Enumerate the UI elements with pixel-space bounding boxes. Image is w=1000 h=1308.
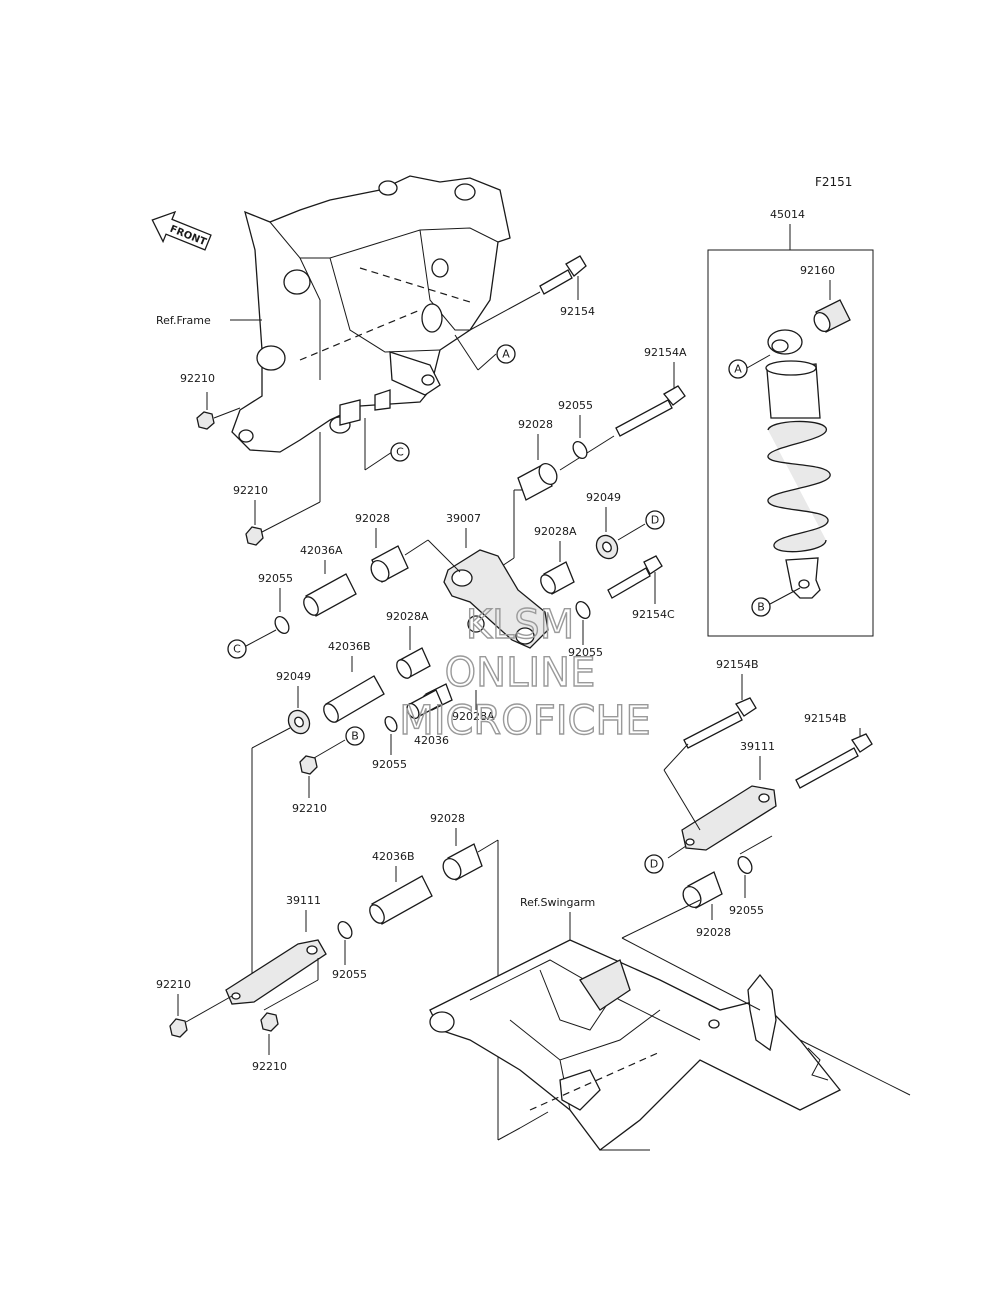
callout-b-shock: B bbox=[751, 597, 771, 617]
label-92028A-a: 92028A bbox=[534, 525, 577, 538]
callout-c-left: C bbox=[227, 639, 247, 659]
watermark-line-2: ONLINE bbox=[445, 650, 596, 696]
pipe-42036B-b bbox=[369, 875, 433, 925]
bushing-92160 bbox=[813, 299, 851, 333]
label-45014: 45014 bbox=[770, 208, 805, 221]
bolt-92154C bbox=[607, 555, 663, 599]
label-92055-e: 92055 bbox=[332, 968, 367, 981]
label-92028A-c: 92028A bbox=[452, 710, 495, 723]
callout-c-frame: C bbox=[390, 442, 410, 462]
washer-92055-a bbox=[572, 440, 588, 460]
label-39111-a: 39111 bbox=[740, 740, 775, 753]
label-92154A: 92154A bbox=[644, 346, 687, 359]
frame-drawing bbox=[231, 175, 511, 453]
label-42036B-a: 42036B bbox=[328, 640, 371, 653]
label-92055-c: 92055 bbox=[568, 646, 603, 659]
label-92055-f: 92055 bbox=[729, 904, 764, 917]
washer-92055-c bbox=[575, 600, 591, 620]
svg-text:C: C bbox=[233, 643, 241, 656]
svg-text:D: D bbox=[650, 858, 658, 871]
bolt-92154 bbox=[469, 255, 587, 331]
swingarm-drawing bbox=[429, 939, 842, 1151]
label-92210-b: 92210 bbox=[233, 484, 268, 497]
label-92154C: 92154C bbox=[632, 608, 675, 621]
svg-text:D: D bbox=[651, 514, 659, 527]
watermark-line-3: MICROFICHE bbox=[399, 698, 651, 744]
nut-92210-d bbox=[169, 1018, 188, 1038]
label-92154: 92154 bbox=[560, 305, 595, 318]
label-92055-b: 92055 bbox=[258, 572, 293, 585]
svg-text:A: A bbox=[502, 348, 510, 361]
svg-text:C: C bbox=[396, 446, 404, 459]
svg-text:B: B bbox=[351, 730, 359, 743]
collar-92028-d bbox=[682, 871, 723, 909]
figure-code: F2151 bbox=[815, 175, 852, 189]
nut-92210-b bbox=[245, 526, 264, 546]
label-92028A-b: 92028A bbox=[386, 610, 429, 623]
washer-92055-b bbox=[274, 615, 290, 635]
pipe-42036B-a bbox=[323, 675, 385, 723]
label-92154B-a: 92154B bbox=[716, 658, 759, 671]
label-92055-d: 92055 bbox=[372, 758, 407, 771]
label-92210-c: 92210 bbox=[292, 802, 327, 815]
bolt-92154A bbox=[615, 385, 686, 437]
nut-92210-e bbox=[260, 1012, 279, 1032]
pipe-42036 bbox=[406, 689, 443, 720]
label-92028-b: 92028 bbox=[355, 512, 390, 525]
shock-box bbox=[707, 249, 874, 637]
ref-frame-label: Ref.Frame bbox=[156, 314, 211, 327]
washer-92055-e bbox=[337, 920, 353, 940]
label-42036A: 42036A bbox=[300, 544, 343, 557]
collar-92028-c bbox=[442, 843, 483, 881]
tie-rod-39111-a bbox=[681, 785, 777, 851]
label-39007: 39007 bbox=[446, 512, 481, 525]
shock-absorber-45014 bbox=[765, 329, 831, 599]
collar-92028-b bbox=[370, 545, 409, 583]
svg-text:A: A bbox=[734, 363, 742, 376]
label-42036: 42036 bbox=[414, 734, 449, 747]
label-92028-a: 92028 bbox=[518, 418, 553, 431]
label-92210-a: 92210 bbox=[180, 372, 215, 385]
watermark-line-1: KLSM bbox=[466, 602, 574, 648]
label-92049-a: 92049 bbox=[586, 491, 621, 504]
label-39111-b: 39111 bbox=[286, 894, 321, 907]
tie-rod-39111-b bbox=[225, 939, 327, 1005]
collar-92028A-a bbox=[540, 561, 575, 595]
label-92049-b: 92049 bbox=[276, 670, 311, 683]
pipe-42036A bbox=[303, 573, 357, 617]
svg-text:B: B bbox=[757, 601, 765, 614]
label-92028-d: 92028 bbox=[696, 926, 731, 939]
label-92210-e: 92210 bbox=[252, 1060, 287, 1073]
ref-swingarm-label: Ref.Swingarm bbox=[520, 896, 595, 909]
callout-a-frame: A bbox=[496, 344, 516, 364]
washer-92055-d bbox=[384, 715, 398, 733]
collar-92028A-b bbox=[396, 647, 431, 679]
watermark: KLSM ONLINE MICROFICHE bbox=[398, 601, 651, 744]
front-arrow-icon: FRONT bbox=[151, 210, 212, 251]
label-92210-d: 92210 bbox=[156, 978, 191, 991]
callout-b-mid: B bbox=[345, 726, 365, 746]
label-42036B-b: 42036B bbox=[372, 850, 415, 863]
bolt-92154B-b bbox=[795, 733, 873, 789]
callout-a-shock: A bbox=[728, 359, 748, 379]
rocker-arm-39007 bbox=[443, 549, 549, 649]
washer-92055-f bbox=[737, 855, 753, 875]
nut-92210-c bbox=[299, 755, 318, 775]
label-92028-c: 92028 bbox=[430, 812, 465, 825]
callout-d-upper: D bbox=[645, 510, 665, 530]
callout-d-lower: D bbox=[644, 854, 664, 874]
nut-92210-a bbox=[196, 407, 241, 430]
label-92160: 92160 bbox=[800, 264, 835, 277]
label-92154B-b: 92154B bbox=[804, 712, 847, 725]
collar-92028-a bbox=[517, 463, 558, 501]
label-92055-a: 92055 bbox=[558, 399, 593, 412]
